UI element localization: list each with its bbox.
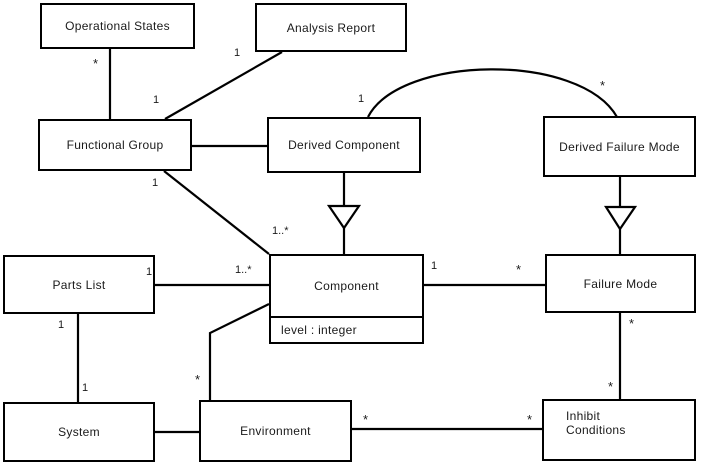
multiplicity-failure-mode-bottom: * [629, 316, 635, 331]
class-name-derived-failure-mode: Derived Failure Mode [559, 139, 680, 154]
connector-derived-component-derived-failure-mode [367, 68, 618, 118]
multiplicity-derived-component-left: 1 [358, 93, 365, 105]
class-name-functional-group: Functional Group [66, 138, 164, 152]
multiplicity-analysis-report-end: 1 [234, 47, 241, 59]
class-box-component[interactable]: Component level : integer [269, 254, 424, 344]
class-box-functional-group[interactable]: Functional Group [38, 119, 192, 171]
class-name-analysis-report: Analysis Report [286, 20, 376, 35]
class-name-inhibit-conditions: Inhibit Conditions [566, 409, 626, 437]
multiplicity-environment-right: * [363, 412, 369, 427]
class-name-component: Component [314, 279, 379, 293]
connector-functional-group-analysis-report [164, 51, 283, 120]
multiplicity-functional-group-top: 1 [153, 94, 160, 106]
multiplicity-inhibit-conditions-top: * [608, 379, 614, 394]
multiplicity-environment-top: * [195, 372, 201, 387]
class-attribute-component-level: level : integer [271, 316, 422, 342]
multiplicity-failure-mode-left: * [516, 262, 522, 277]
class-name-environment: Environment [240, 424, 311, 438]
multiplicity-inhibit-conditions-left: * [527, 412, 533, 427]
class-box-system[interactable]: System [3, 402, 155, 462]
multiplicity-component-right: 1 [431, 260, 438, 272]
class-box-operational-states[interactable]: Operational States [40, 3, 195, 49]
class-name-parts-list: Parts List [52, 277, 106, 292]
class-box-failure-mode[interactable]: Failure Mode [545, 254, 696, 313]
class-name-operational-states: Operational States [65, 19, 170, 33]
multiplicity-parts-list-right: 1 [146, 266, 153, 278]
class-box-parts-list[interactable]: Parts List [3, 255, 155, 314]
multiplicity-operational-states: * [93, 56, 99, 71]
generalization-arrowhead-failure-mode [603, 205, 638, 231]
multiplicity-functional-group-bottom: 1 [152, 177, 159, 189]
class-name-failure-mode: Failure Mode [583, 276, 658, 291]
class-box-derived-failure-mode[interactable]: Derived Failure Mode [543, 116, 696, 177]
multiplicity-component-from-functional-group: 1..* [272, 225, 289, 237]
multiplicity-system-top: 1 [82, 382, 89, 394]
class-name-derived-component: Derived Component [288, 138, 400, 152]
multiplicity-derived-failure-mode-curve: * [600, 78, 606, 93]
class-box-derived-component[interactable]: Derived Component [267, 117, 421, 173]
multiplicity-component-from-parts-list: 1..* [235, 264, 252, 276]
class-box-inhibit-conditions[interactable]: Inhibit Conditions [542, 399, 696, 461]
class-box-environment[interactable]: Environment [199, 400, 352, 462]
class-name-system: System [58, 425, 100, 439]
multiplicity-parts-list-bottom: 1 [58, 319, 65, 331]
class-box-analysis-report[interactable]: Analysis Report [255, 3, 407, 52]
connector-functional-group-component [163, 170, 270, 255]
generalization-arrowhead-component [326, 204, 362, 230]
connector-component-environment [208, 303, 270, 400]
